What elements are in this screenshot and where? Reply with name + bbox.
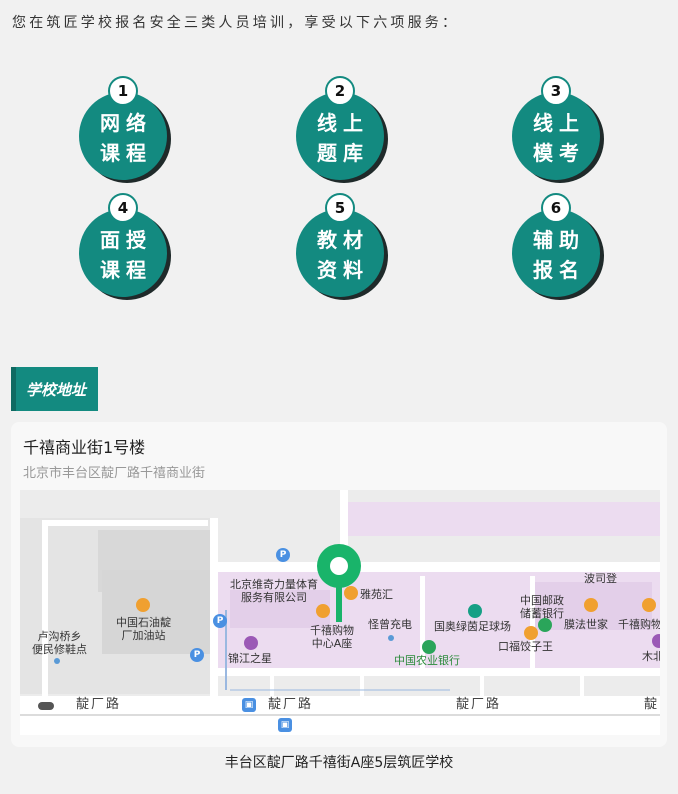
poi-dot-icon bbox=[54, 658, 60, 664]
map-road-label: 靛 bbox=[644, 697, 660, 712]
service-label-line2: 模考 bbox=[533, 141, 585, 165]
service-number: 2 bbox=[325, 76, 355, 106]
map-label-muzhi[interactable]: 木北 bbox=[642, 650, 660, 663]
service-number: 6 bbox=[541, 193, 571, 223]
poi-dot-icon bbox=[388, 635, 394, 641]
service-circle bbox=[79, 209, 167, 297]
map-label-koufu[interactable]: 口福饺子王 bbox=[498, 640, 553, 653]
map-label-jinjiang[interactable]: 锦江之星 bbox=[228, 652, 272, 665]
school-address-label: 学校地址 bbox=[26, 381, 87, 399]
service-label-line1: 线上 bbox=[317, 111, 369, 135]
map-label-mofa[interactable]: 膜法世家 bbox=[564, 618, 608, 631]
sports-field-icon[interactable] bbox=[468, 604, 482, 618]
postal-bank-icon[interactable] bbox=[538, 618, 552, 632]
service-label-line2: 资料 bbox=[317, 258, 369, 282]
service-label-line1: 教材 bbox=[317, 228, 369, 252]
map-label-postal-bank[interactable]: 中国邮政 储蓄银行 bbox=[520, 594, 564, 620]
bus-stop-icon[interactable]: ▣ bbox=[242, 698, 256, 712]
service-label-line2: 题库 bbox=[317, 141, 369, 165]
map-label-yayuanhui[interactable]: 雅苑汇 bbox=[360, 588, 393, 601]
map-label-qianxi-mall[interactable]: 千禧购物 中心A座 bbox=[310, 624, 354, 650]
parking-icon[interactable]: P bbox=[213, 614, 227, 628]
map-background bbox=[20, 490, 660, 735]
service-circle bbox=[79, 92, 167, 180]
service-number: 3 bbox=[541, 76, 571, 106]
restaurant-icon[interactable] bbox=[344, 586, 358, 600]
service-label-line2: 报名 bbox=[533, 258, 585, 282]
shopping-icon[interactable] bbox=[316, 604, 330, 618]
service-registration-help[interactable]: 6 辅助 报名 bbox=[512, 193, 602, 299]
intro-text: 您在筑匠学校报名安全三类人员培训，享受以下六项服务： bbox=[12, 15, 460, 31]
service-circle bbox=[296, 209, 384, 297]
map-label-petrochina[interactable]: 中国石油靛 厂加油站 bbox=[116, 616, 171, 642]
service-number: 5 bbox=[325, 193, 355, 223]
service-label-line2: 课程 bbox=[100, 141, 152, 165]
service-label-line1: 面授 bbox=[100, 228, 152, 252]
gas-station-icon[interactable] bbox=[136, 598, 150, 612]
location-title: 千禧商业街1号楼 bbox=[23, 438, 146, 457]
address-caption: 丰台区靛厂路千禧街A座5层筑匠学校 bbox=[224, 755, 454, 771]
service-number: 1 bbox=[108, 76, 138, 106]
service-label-line1: 辅助 bbox=[533, 228, 585, 252]
service-textbooks[interactable]: 5 教材 资料 bbox=[296, 193, 386, 299]
location-pin-icon[interactable] bbox=[317, 544, 361, 630]
location-subtitle: 北京市丰台区靛厂路千禧商业街 bbox=[23, 466, 206, 481]
restaurant-icon[interactable] bbox=[524, 626, 538, 640]
map-label-guoao[interactable]: 国奥绿茵足球场 bbox=[434, 620, 511, 633]
map-view[interactable]: P P P ▣ ▣ 卢沟桥乡 便民修鞋点 中国石油靛 厂加油站 北京维奇力量体育… bbox=[20, 490, 660, 735]
location-card[interactable]: 千禧商业街1号楼 北京市丰台区靛厂路千禧商业街 bbox=[11, 422, 667, 747]
service-online-mock-exam[interactable]: 3 线上 模考 bbox=[512, 76, 602, 182]
hotel-icon[interactable] bbox=[244, 636, 258, 650]
map-label-beijing-weiqi[interactable]: 北京维奇力量体育 服务有限公司 bbox=[230, 578, 318, 604]
service-circle bbox=[512, 92, 600, 180]
map-road-label: 靛厂路 bbox=[456, 697, 502, 712]
service-label-line2: 课程 bbox=[100, 258, 152, 282]
service-online-courses[interactable]: 1 网络 课程 bbox=[79, 76, 169, 182]
map-label-lugou[interactable]: 卢沟桥乡 便民修鞋点 bbox=[32, 630, 87, 656]
parking-icon[interactable]: P bbox=[276, 548, 290, 562]
map-label-abc[interactable]: 中国农业银行 bbox=[394, 654, 460, 667]
school-address-tab: 学校地址 bbox=[11, 367, 98, 411]
service-circle bbox=[512, 209, 600, 297]
shopping-icon[interactable] bbox=[584, 598, 598, 612]
bus-stop-icon[interactable]: ▣ bbox=[278, 718, 292, 732]
service-number: 4 bbox=[108, 193, 138, 223]
service-online-question-bank[interactable]: 2 线上 题库 bbox=[296, 76, 386, 182]
parking-icon[interactable]: P bbox=[190, 648, 204, 662]
service-label-line1: 网络 bbox=[100, 111, 152, 135]
map-label-guaizeng[interactable]: 怪曾充电 bbox=[368, 618, 412, 631]
service-in-person-courses[interactable]: 4 面授 课程 bbox=[79, 193, 169, 299]
map-label-qianxi-mall2[interactable]: 千禧购物 bbox=[618, 618, 660, 631]
poi-icon[interactable] bbox=[652, 634, 660, 648]
service-label-line1: 线上 bbox=[533, 111, 585, 135]
service-circle bbox=[296, 92, 384, 180]
map-road-label: 靛厂路 bbox=[76, 697, 122, 712]
traffic-light-icon bbox=[38, 702, 54, 710]
shopping-icon[interactable] bbox=[642, 598, 656, 612]
bank-icon[interactable] bbox=[422, 640, 436, 654]
map-road-label: 靛厂路 bbox=[268, 697, 314, 712]
map-label-bosi[interactable]: 波司登 bbox=[584, 572, 617, 585]
